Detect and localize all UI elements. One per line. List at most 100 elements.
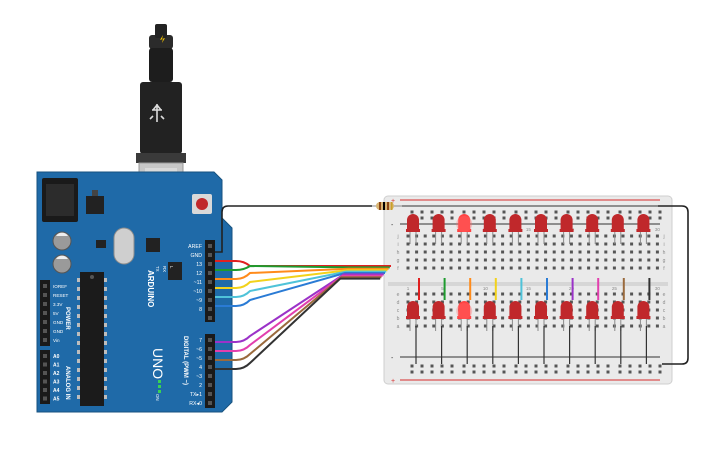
jumper-wire[interactable]	[215, 273, 384, 343]
row-letter: g	[397, 258, 400, 264]
digital-pin-label: ~3	[196, 374, 202, 380]
digital-pin-label: TX▸1	[190, 392, 202, 398]
led-icon[interactable]	[482, 214, 497, 244]
reset-button-icon[interactable]	[192, 194, 212, 214]
jumper-wire[interactable]	[215, 260, 391, 267]
power-pin-label: Vin	[53, 338, 60, 343]
row-letter: j	[662, 234, 664, 240]
column-number: 1	[407, 286, 410, 291]
digital-pin-label: 12	[196, 271, 202, 277]
led-icon[interactable]	[610, 214, 625, 244]
row-letter: e	[397, 292, 400, 298]
on-led-icon	[158, 380, 161, 393]
led-icon[interactable]	[610, 301, 625, 331]
digital-section-label: DIGITAL (PWM ~)	[182, 336, 188, 385]
power-section-label: POWER	[64, 307, 70, 330]
rail-minus-top: -	[391, 222, 394, 229]
row-letter: e	[663, 292, 666, 298]
jumper-wire[interactable]	[215, 267, 389, 280]
rail-plus-bottom: +	[391, 378, 395, 385]
analog-header[interactable]	[40, 350, 50, 404]
row-letter: h	[663, 250, 666, 256]
row-letter: j	[396, 234, 398, 240]
led-icon[interactable]	[559, 214, 574, 244]
digital-pin-label: 8	[199, 307, 202, 313]
digital-pin-label: AREF	[188, 244, 202, 250]
crystal-icon	[113, 227, 135, 265]
on-label: ON	[155, 394, 160, 401]
row-letter: f	[663, 266, 665, 272]
digital-header-bottom[interactable]	[205, 334, 215, 408]
column-number: 30	[655, 227, 661, 232]
row-letter: b	[663, 316, 666, 322]
analog-pin-label: A2	[53, 371, 60, 377]
led-icon[interactable]	[636, 214, 651, 244]
led-icon[interactable]	[636, 301, 651, 331]
jumper-wires[interactable]	[215, 260, 651, 370]
rx-mark: RX	[162, 266, 167, 272]
power-pin-label: RESET	[53, 293, 69, 298]
row-letter: a	[397, 324, 400, 330]
row-letter: c	[397, 308, 400, 314]
power-jack-icon	[42, 178, 78, 222]
analog-pin-label: A0	[53, 354, 60, 360]
brand-logo: ARDUINO	[146, 270, 155, 307]
digital-pin-label: ~11	[194, 280, 203, 286]
digital-pin-label: ~9	[196, 298, 202, 304]
jumper-wire[interactable]	[215, 264, 390, 271]
digital-pin-label: 13	[196, 262, 202, 268]
analog-pin-label: A1	[53, 363, 60, 369]
model-label: UNO	[150, 348, 166, 379]
led-icon[interactable]	[508, 213, 523, 244]
jumper-wire[interactable]	[215, 277, 381, 370]
led-icon[interactable]	[431, 214, 446, 244]
power-pin-label: IOREF	[53, 284, 67, 289]
row-letter: g	[663, 258, 666, 264]
analog-pin-label: A3	[53, 380, 60, 386]
chip-icon	[77, 272, 107, 406]
column-number: 15	[526, 286, 532, 291]
row-letter: b	[397, 316, 400, 322]
jumper-wire[interactable]	[215, 276, 382, 361]
led-icon[interactable]	[534, 301, 548, 331]
voltage-regulator	[86, 196, 104, 214]
column-number: 30	[655, 286, 661, 291]
resistor-icon[interactable]	[372, 202, 402, 210]
digital-pin-label: ~10	[193, 289, 202, 295]
gnd-wire[interactable]	[215, 205, 372, 253]
led-icon[interactable]	[534, 214, 548, 244]
column-number: 15	[526, 227, 532, 232]
power-pin-label: GND	[53, 329, 64, 334]
row-letter: c	[663, 308, 666, 314]
analog-pin-label: A4	[53, 388, 60, 394]
rail-minus-bottom: -	[391, 355, 394, 362]
digital-pin-label: RX◂0	[189, 401, 202, 407]
digital-pin-label: ~5	[196, 356, 202, 362]
column-number: 5	[441, 286, 444, 291]
ground-return-wire[interactable]	[658, 205, 689, 365]
jumper-wire[interactable]	[215, 270, 387, 298]
analog-pin-label: A5	[53, 397, 60, 403]
led-icon[interactable]	[456, 214, 473, 244]
row-letter: f	[397, 266, 399, 272]
row-letter: h	[397, 250, 400, 256]
led-icon[interactable]	[406, 214, 420, 244]
digital-pin-label: 4	[199, 365, 202, 371]
led-icon[interactable]	[585, 214, 600, 244]
power-pin-label: 5V	[53, 311, 60, 316]
jumper-wire[interactable]	[215, 274, 383, 352]
row-letter: d	[397, 300, 400, 306]
column-number: 10	[483, 286, 489, 291]
digital-pin-label: GND	[190, 253, 202, 259]
power-pin-label: 3.3V	[53, 302, 63, 307]
row-letter: d	[663, 300, 666, 306]
jumper-wire[interactable]	[215, 272, 385, 307]
jumper-wire[interactable]	[215, 269, 388, 289]
tx-mark: TX	[155, 266, 160, 272]
row-letter: i	[397, 242, 398, 248]
rail-plus-top: +	[391, 198, 395, 205]
digital-pin-label: ~6	[196, 347, 202, 353]
